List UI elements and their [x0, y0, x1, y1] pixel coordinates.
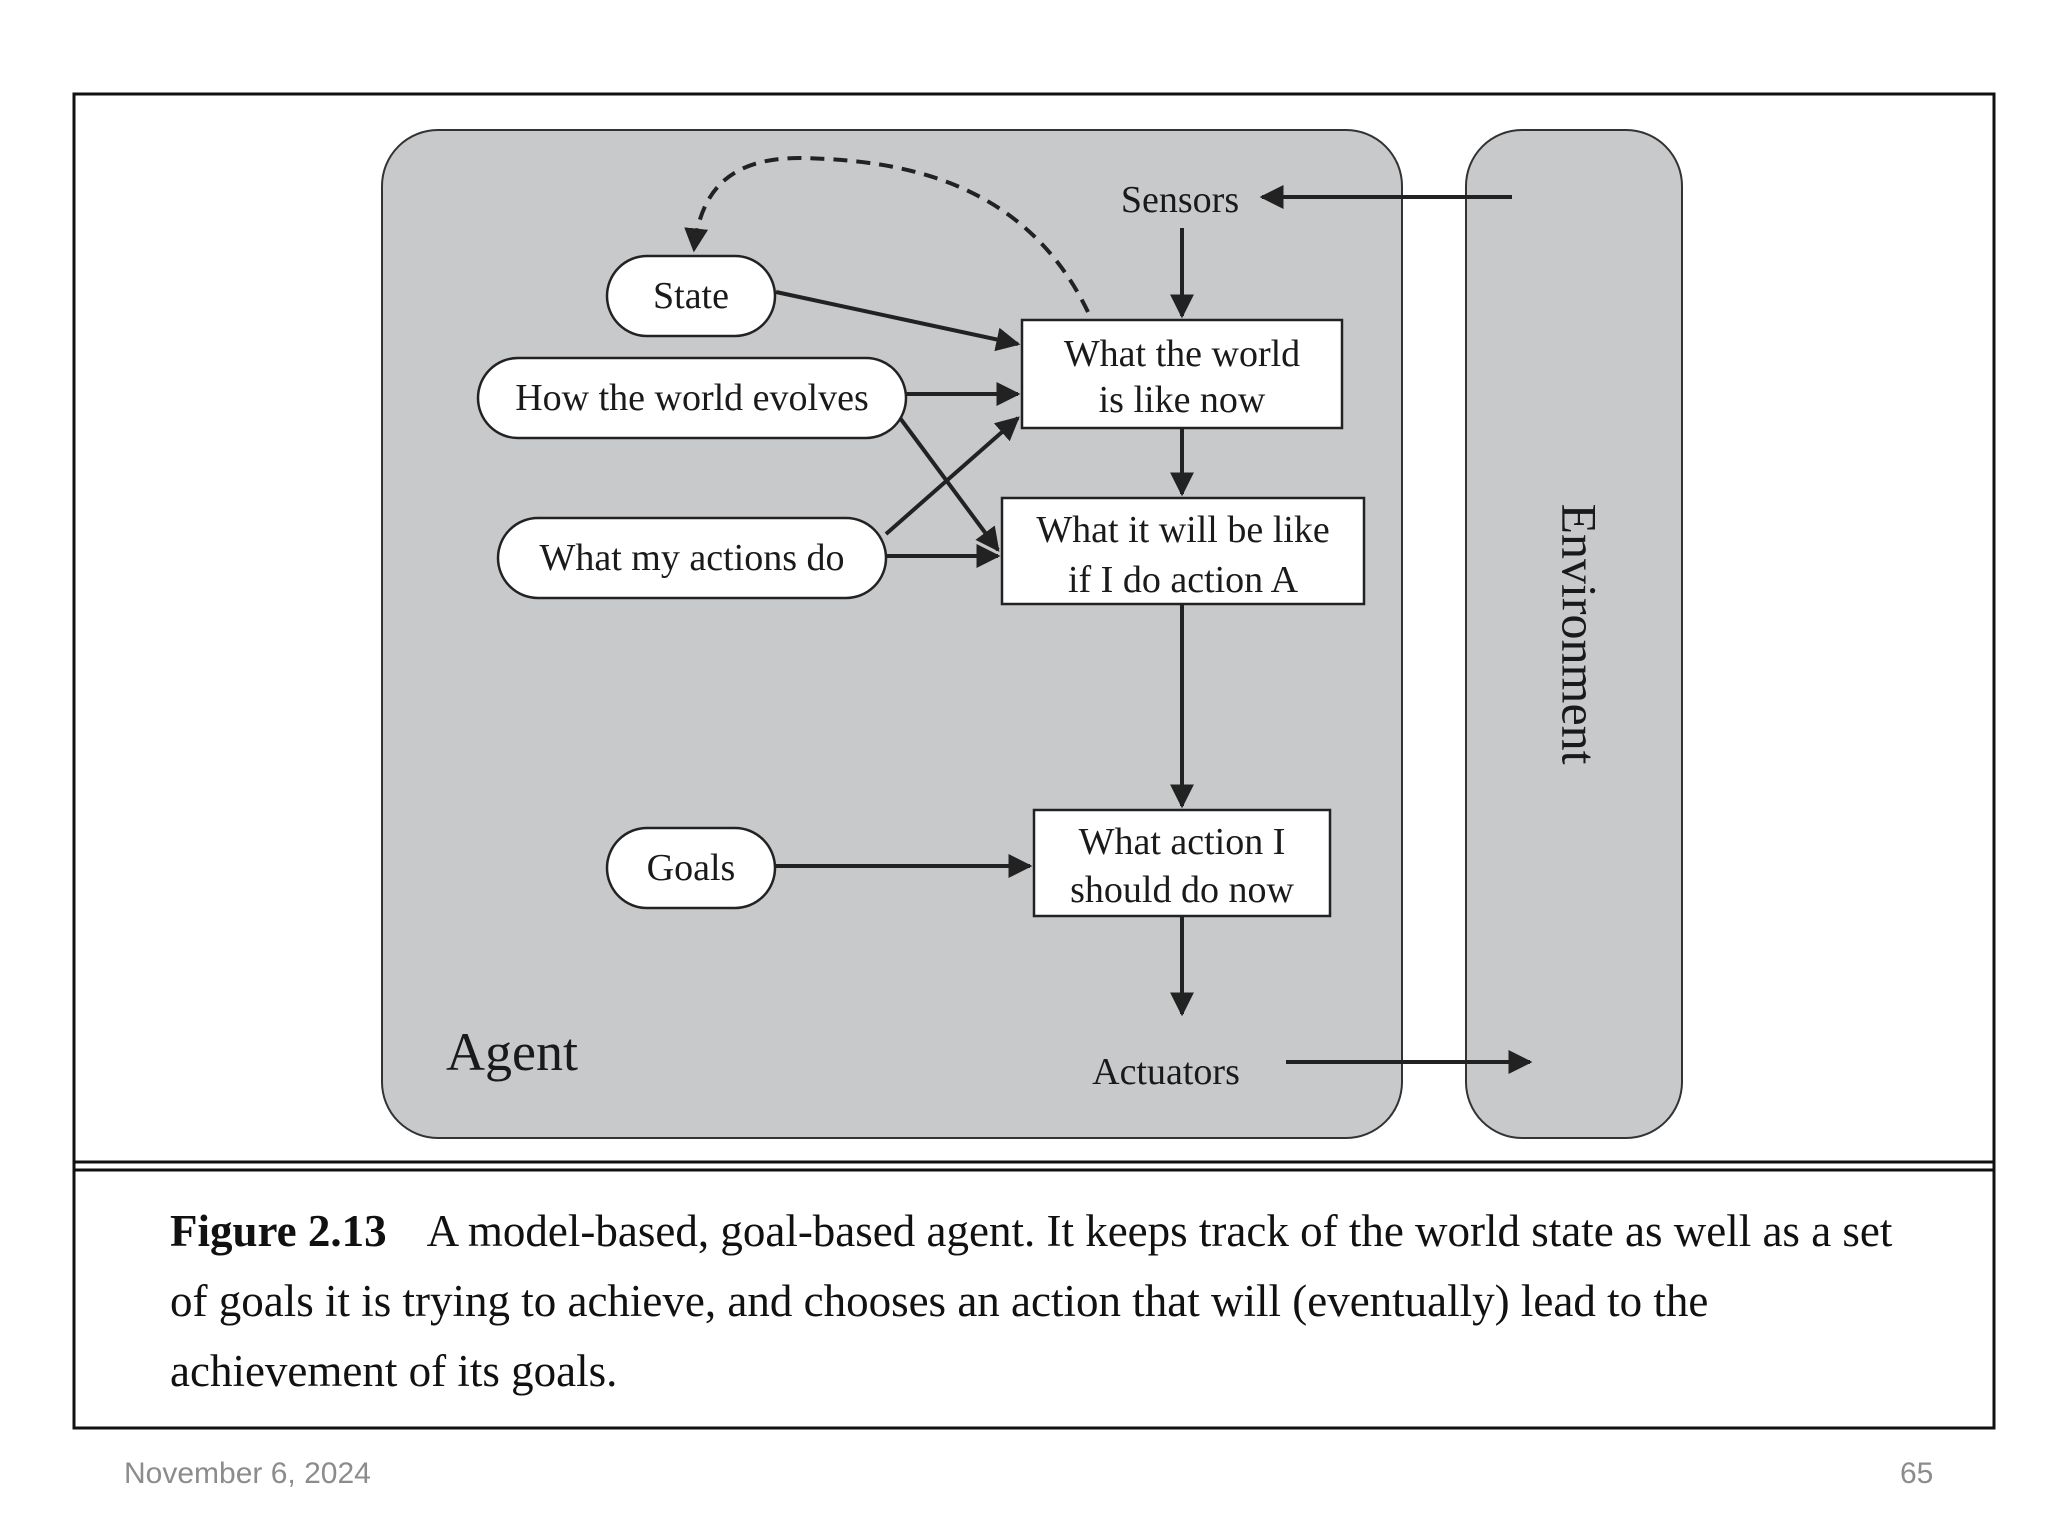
world-evolves-node [476, 356, 908, 440]
figure-frame [72, 92, 1996, 1430]
goals-node-label: Goals [647, 847, 736, 889]
action-now-line2: should do now [1070, 869, 1294, 911]
footer-date: November 6, 2024 [124, 1457, 371, 1490]
state-node-label: State [653, 275, 729, 317]
environment-panel [1465, 129, 1683, 1139]
figure-caption-text: A model-based, goal-based agent. It keep… [170, 1206, 1893, 1396]
world-now-line2: is like now [1099, 379, 1266, 421]
arrow-state-to-world-now [775, 290, 1021, 352]
world-now-box [1020, 318, 1344, 430]
environment-label: Environment [1552, 503, 1608, 764]
world-evolves-label: How the world evolves [515, 377, 869, 419]
state-node [605, 254, 777, 338]
action-a-line2: if I do action A [1068, 559, 1299, 601]
agent-label: Agent [446, 1022, 578, 1082]
agent-panel [381, 129, 1403, 1139]
action-now-line1: What action I [1079, 821, 1286, 863]
action-a-box [1000, 496, 1366, 606]
figure-caption-label: Figure 2.13 [170, 1206, 387, 1256]
goals-node [605, 826, 777, 910]
actions-do-label: What my actions do [540, 537, 845, 579]
world-now-line1: What the world [1064, 333, 1300, 375]
actuators-label: Actuators [1092, 1051, 1240, 1093]
sensors-label: Sensors [1121, 179, 1239, 221]
dashed-arrow-world-now-to-state [684, 155, 1090, 313]
arrow-actions-do-to-world-now [884, 416, 1020, 536]
action-a-line1: What it will be like [1036, 509, 1329, 551]
arrow-evolves-to-action-a [898, 416, 1000, 552]
footer-page-number: 65 [1900, 1457, 1934, 1490]
